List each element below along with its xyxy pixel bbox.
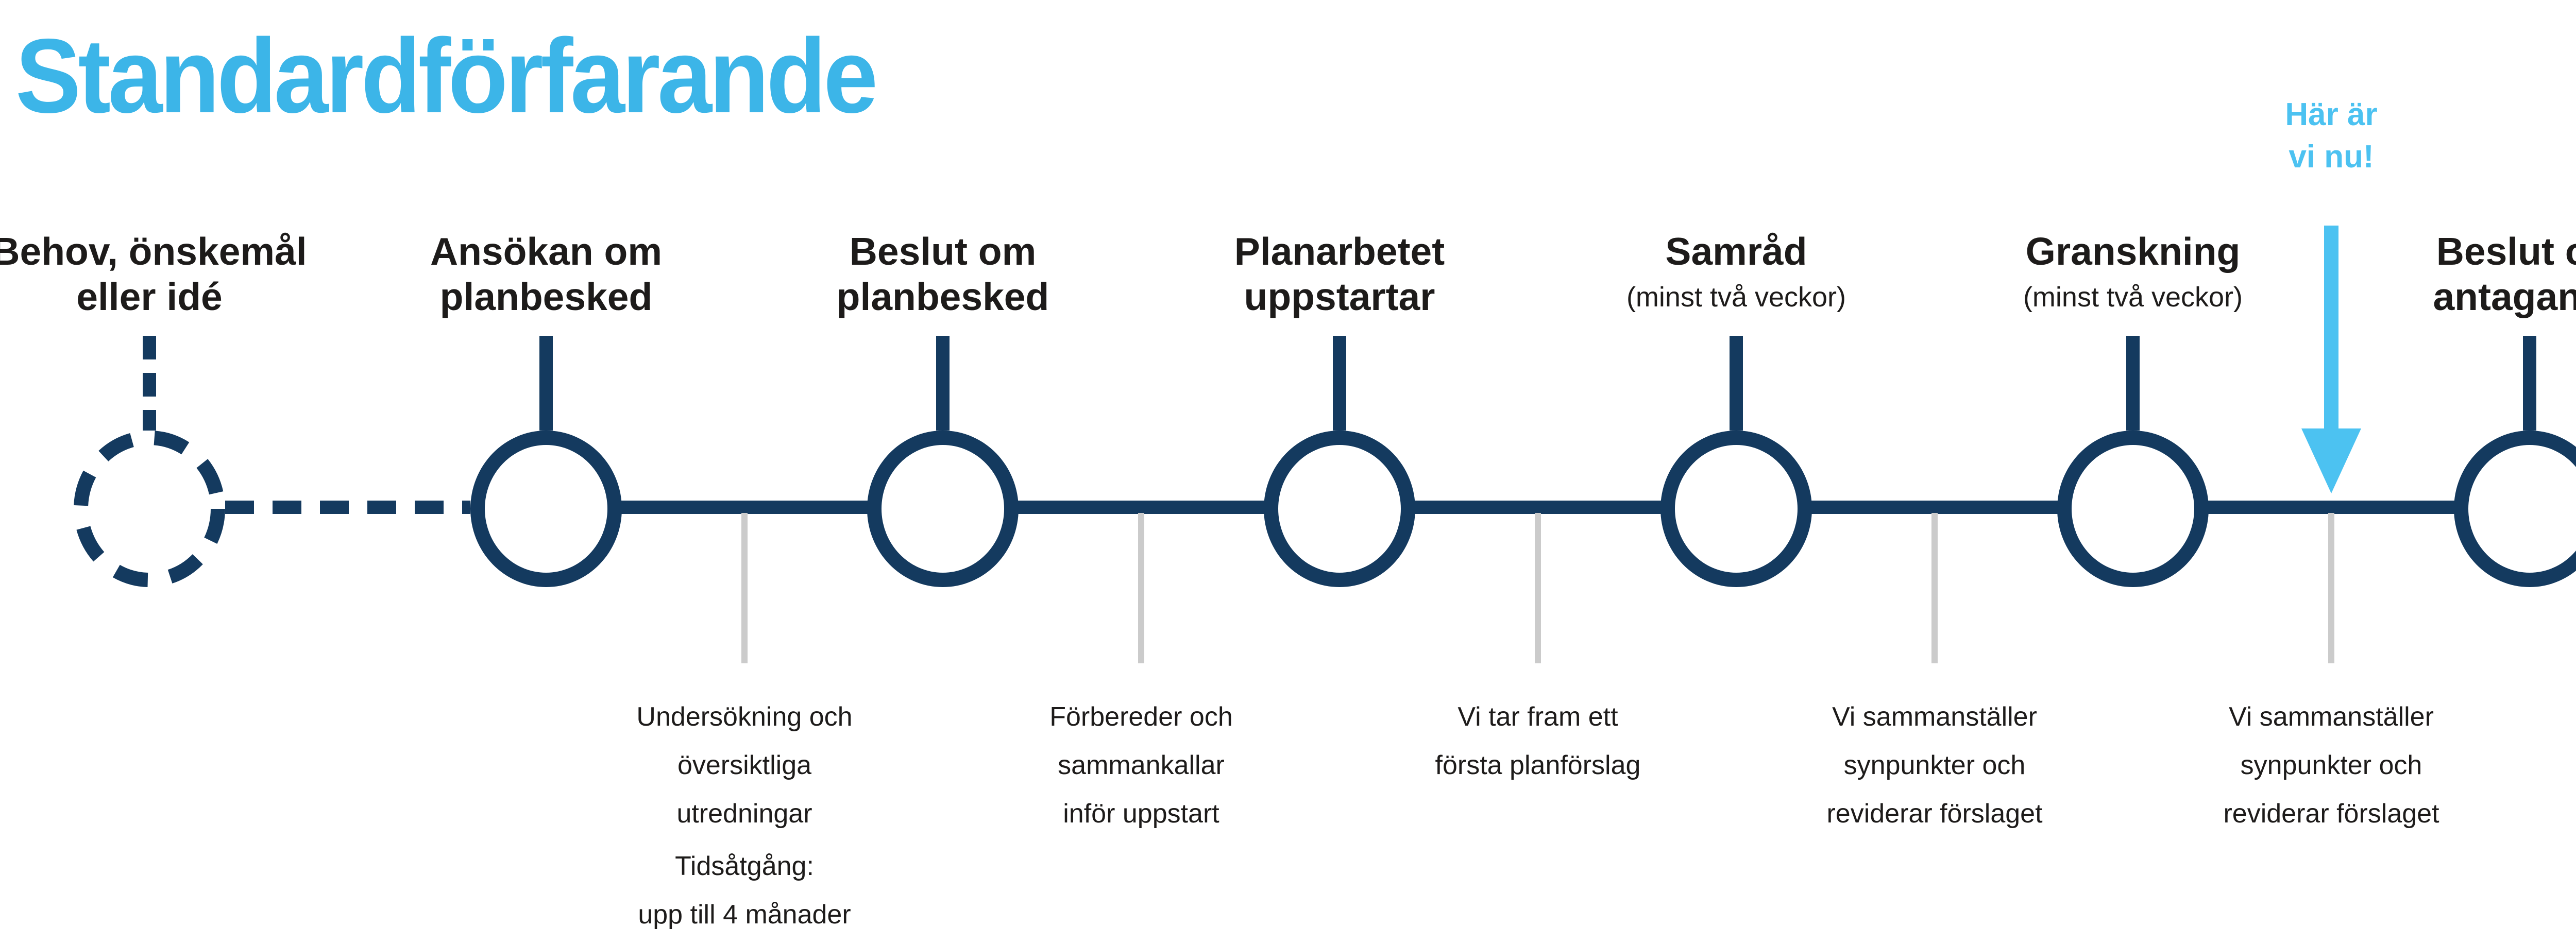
annotation-text: Undersökning och översiktliga utredninga… xyxy=(569,693,920,838)
annotation-line: upp till 4 månader xyxy=(638,900,851,930)
stage-label-line: planbesked xyxy=(836,275,1049,318)
stage-stem xyxy=(2126,336,2140,431)
annotation-line: Vi sammanställer xyxy=(2229,702,2434,732)
timeline-tick xyxy=(741,513,748,663)
stage-sublabel: (minst två veckor) xyxy=(1626,282,1846,313)
annotation-line: synpunkter och xyxy=(2240,750,2422,780)
annotation-line: överklaganden xyxy=(2553,741,2576,789)
timeline-tick xyxy=(1138,513,1144,663)
stage-label-line: Beslut om xyxy=(2436,230,2576,273)
milestone-circle-icon xyxy=(1660,431,1812,587)
stage-label-line: antagande xyxy=(2433,275,2576,318)
current-position-line: vi nu! xyxy=(2289,139,2374,175)
annotation-line: översiktliga xyxy=(677,750,812,780)
annotation-duration: Tidsåtgång: 3 veckor xyxy=(2553,842,2576,939)
stage-stem xyxy=(2523,336,2536,431)
annotation-duration: Tidsåtgång: upp till 4 månader xyxy=(569,842,920,939)
stage-stem xyxy=(1730,336,1743,431)
annotation-line: Vi tar fram ett xyxy=(1458,702,1618,732)
stage-label: Planarbetet uppstartar xyxy=(1123,229,1556,319)
stage-stem xyxy=(1333,336,1346,431)
annotation-line: Undersökning och xyxy=(636,702,853,732)
stage-label-line: uppstartar xyxy=(1244,275,1435,318)
annotation-line: utredningar xyxy=(676,799,812,829)
annotation-line: första planförslag xyxy=(1435,750,1641,780)
page-title: Standardförfarande xyxy=(15,17,878,135)
stage-label: Beslut om antagande xyxy=(2313,229,2576,319)
annotation-text: Vi sammanställer synpunkter och revidera… xyxy=(2156,693,2506,838)
connector-dashed-start xyxy=(225,501,470,514)
stage-stem xyxy=(539,336,553,431)
milestone-circle-icon xyxy=(470,431,622,587)
annotation-line: reviderar förslaget xyxy=(2223,799,2439,829)
connector-solid-main xyxy=(546,501,2576,514)
stage-label-line: Samråd xyxy=(1665,230,1807,273)
annotation-line: reviderar förslaget xyxy=(1826,799,2043,829)
stage-label-line: Ansökan om xyxy=(430,230,663,273)
stage-label-line: Granskning xyxy=(2025,230,2241,273)
stage-stem-dashed xyxy=(143,336,156,431)
stage-label: Behov, önskemål eller idé xyxy=(0,229,366,319)
timeline-tick xyxy=(2328,513,2334,663)
annotation-line: 3 veckor xyxy=(2553,890,2576,939)
annotation-text: Vi sammanställer synpunkter och revidera… xyxy=(1759,693,2110,838)
annotation-line: Tidsåtgång: xyxy=(675,851,814,881)
annotation-line: synpunkter och xyxy=(1843,750,2026,780)
stage-label: Ansökan om planbesked xyxy=(330,229,762,319)
annotation-text: Möjlighet för överklaganden xyxy=(2553,693,2576,789)
milestone-circle-dashed-icon xyxy=(74,431,225,587)
milestone-circle-icon xyxy=(2454,431,2576,587)
current-position-line: Här är xyxy=(2285,97,2378,132)
stage-stem xyxy=(936,336,950,431)
stage-label: Granskning (minst två veckor) xyxy=(1917,229,2349,313)
stage-label-line: eller idé xyxy=(76,275,223,318)
down-arrow-icon xyxy=(2301,428,2361,493)
stage-label: Beslut om planbesked xyxy=(726,229,1159,319)
down-arrow-shaft xyxy=(2324,226,2338,430)
annotation-line: Förbereder och xyxy=(1049,702,1233,732)
stage-label-line: Behov, önskemål xyxy=(0,230,307,273)
stage-sublabel: (minst två veckor) xyxy=(2023,282,2243,313)
annotation-line: sammankallar xyxy=(1058,750,1225,780)
annotation-text: Förbereder och sammankallar inför uppsta… xyxy=(966,693,1316,838)
annotation-line: Tidsåtgång: xyxy=(2553,842,2576,890)
annotation-text: Vi tar fram ett första planförslag xyxy=(1363,693,1713,789)
annotation-line: inför uppstart xyxy=(1063,799,1219,829)
timeline-tick xyxy=(1931,513,1938,663)
current-position-label: Här är vi nu! xyxy=(2202,94,2460,178)
timeline-tick xyxy=(1535,513,1541,663)
annotation-line: Möjlighet för xyxy=(2553,693,2576,741)
stage-label: Samråd (minst två veckor) xyxy=(1520,229,1953,313)
milestone-circle-icon xyxy=(867,431,1019,587)
annotation-line: Vi sammanställer xyxy=(1832,702,2037,732)
stage-label-line: Beslut om xyxy=(849,230,1037,273)
milestone-circle-icon xyxy=(1264,431,1415,587)
stage-label-line: planbesked xyxy=(439,275,653,318)
milestone-circle-icon xyxy=(2057,431,2209,587)
stage-label-line: Planarbetet xyxy=(1234,230,1445,273)
